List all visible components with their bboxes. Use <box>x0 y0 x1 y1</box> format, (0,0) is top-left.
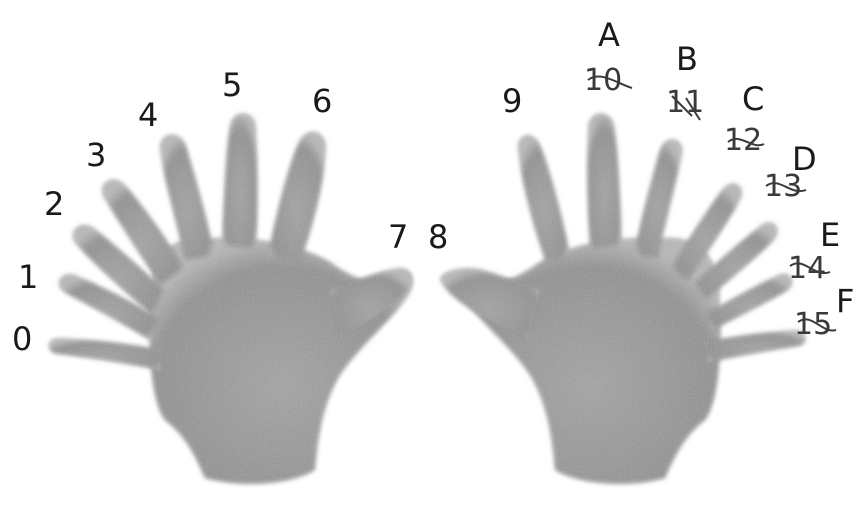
label-3: 3 <box>86 136 106 174</box>
svg-text:11: 11 <box>666 85 704 120</box>
left-finger-4 <box>160 134 214 260</box>
hex-label-A: A <box>598 16 620 54</box>
struck-label-13: 13 <box>764 169 806 204</box>
hex-label-C: C <box>742 80 764 118</box>
struck-label-10: 10 <box>584 63 632 98</box>
label-5: 5 <box>222 66 242 104</box>
struck-label-14: 14 <box>788 251 830 286</box>
svg-text:15: 15 <box>794 307 832 342</box>
hex-label-F: F <box>836 282 854 320</box>
hex-label-E: E <box>820 216 840 254</box>
label-7: 7 <box>388 218 408 256</box>
label-6: 6 <box>312 82 332 120</box>
svg-text:10: 10 <box>584 63 622 98</box>
left-finger-5 <box>222 113 258 248</box>
struck-label-11: 11 <box>666 85 704 120</box>
right-finger-A <box>587 113 622 248</box>
label-9: 9 <box>502 82 522 120</box>
label-4: 4 <box>138 96 158 134</box>
hex-label-B: B <box>676 40 698 78</box>
label-2: 2 <box>44 185 64 223</box>
left-finger-0 <box>49 338 162 370</box>
svg-text:14: 14 <box>788 251 826 286</box>
label-0: 0 <box>12 320 32 358</box>
right-finger-9 <box>518 135 570 262</box>
right-hand <box>440 113 806 484</box>
struck-label-15: 15 <box>794 307 836 342</box>
left-finger-6 <box>268 132 326 262</box>
label-8: 8 <box>428 218 448 256</box>
struck-label-12: 12 <box>724 123 764 158</box>
label-1: 1 <box>18 258 38 296</box>
